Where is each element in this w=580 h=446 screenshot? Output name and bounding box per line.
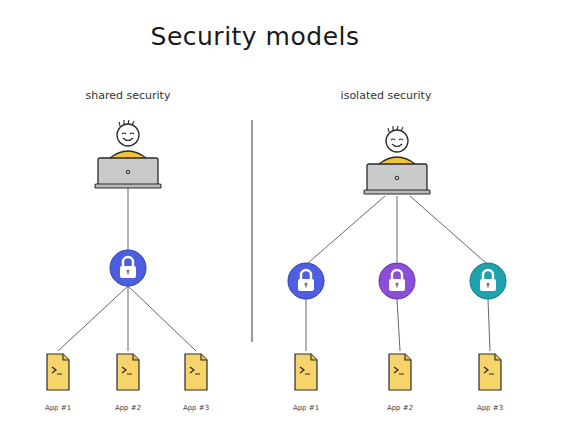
app-file: App #1 <box>281 352 331 420</box>
app-file: App #3 <box>171 352 221 420</box>
section-label: isolated security <box>341 89 432 102</box>
app-label: App #2 <box>375 404 425 412</box>
app-file: App #1 <box>33 352 83 420</box>
file-icon <box>115 352 141 392</box>
diagram-title: Security models <box>151 22 360 51</box>
user-figure <box>95 120 161 188</box>
app-label: App #3 <box>171 404 221 412</box>
file-icon <box>477 352 503 392</box>
section-label: shared security <box>86 89 171 102</box>
file-icon <box>387 352 413 392</box>
wire-lines <box>58 188 490 351</box>
lock-icon <box>379 263 415 299</box>
app-file: App #2 <box>375 352 425 420</box>
file-icon <box>183 352 209 392</box>
user-figure <box>364 126 430 194</box>
file-icon <box>293 352 319 392</box>
divider-line <box>251 120 252 342</box>
app-label: App #2 <box>103 404 153 412</box>
app-label: App #3 <box>465 404 515 412</box>
app-label: App #1 <box>33 404 83 412</box>
file-icon <box>45 352 71 392</box>
lock-icon <box>470 263 506 299</box>
app-file: App #3 <box>465 352 515 420</box>
app-file: App #2 <box>103 352 153 420</box>
app-label: App #1 <box>281 404 331 412</box>
lock-icon <box>110 250 146 286</box>
lock-icon <box>288 263 324 299</box>
